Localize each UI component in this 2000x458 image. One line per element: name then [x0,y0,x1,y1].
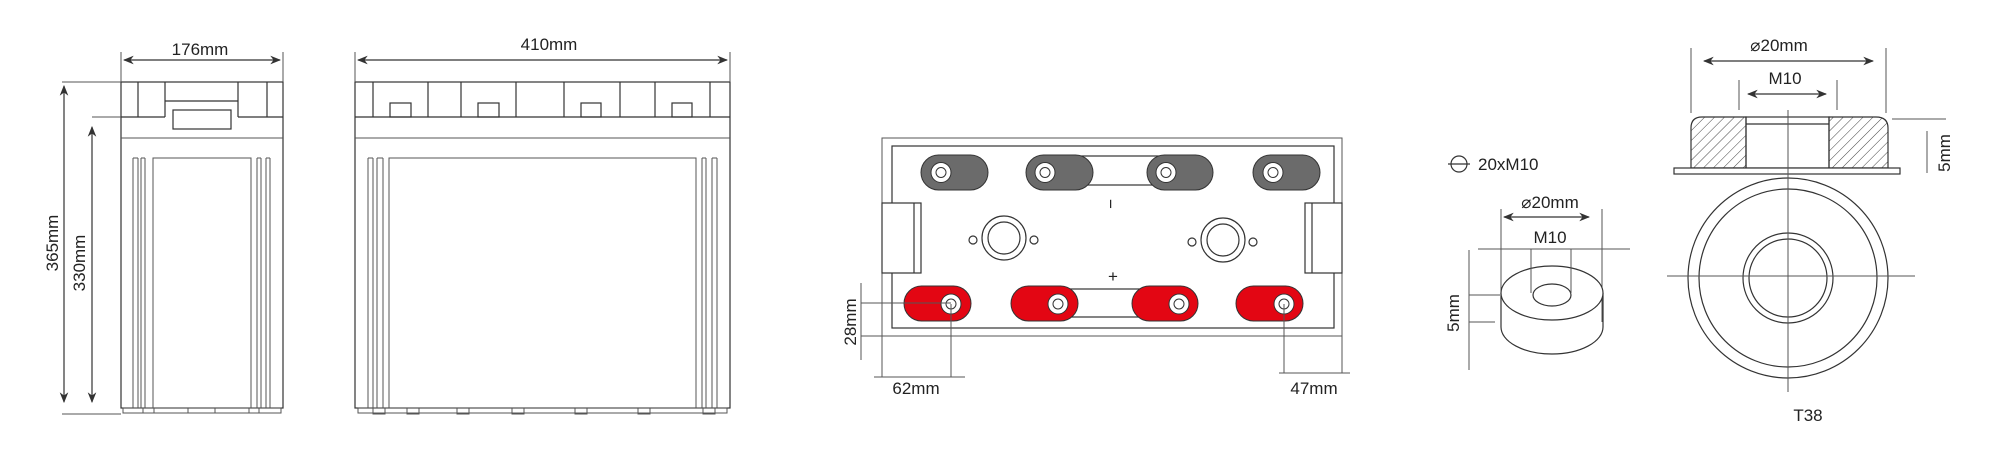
front-view: 410mm [354,35,731,415]
positive-terminals [903,285,1304,322]
vent-plugs [968,215,1258,263]
top-view: − + 28mm 62mm 47mm [841,137,1350,398]
case-height-label: 330mm [70,235,89,292]
negative-polarity-symbol: − [1101,199,1120,209]
positive-polarity-symbol: + [1108,267,1118,286]
side-view: 176mm 365mm 330mm [43,40,284,415]
terminal-section-hatch-right [1828,116,1889,169]
front-length-label: 410mm [521,35,578,54]
washer-diameter-label: ⌀20mm [1521,193,1578,212]
terminal-diameter-label: ⌀20mm [1750,36,1807,55]
total-height-label: 365mm [43,215,62,272]
side-width-label: 176mm [172,40,229,59]
washer-thread-label: M10 [1533,228,1566,247]
washer-height-label: 5mm [1444,294,1463,332]
washer-hole [1532,283,1572,307]
terminal-type-label: T38 [1793,406,1822,425]
left-handle-tab [881,202,922,274]
front-case-outline [354,81,731,409]
terminal-offset-left-label: 62mm [892,379,939,398]
terminal-offset-height-label: 28mm [841,298,860,345]
washer-spec-label: 20xM10 [1478,155,1538,174]
washer-detail: 20xM10 ⌀20mm M10 5mm [1444,155,1630,370]
right-handle-tab [1304,202,1343,274]
terminal-offset-right-label: 47mm [1290,379,1337,398]
terminal-thread-label: M10 [1768,69,1801,88]
terminal-detail: ⌀20mm M10 5mm T38 [1667,36,1954,425]
negative-terminals [920,154,1321,191]
terminal-height-label: 5mm [1935,134,1954,172]
terminal-section-hatch-left [1690,116,1747,169]
side-handle-window [172,109,232,130]
terminal-flange [1673,167,1901,175]
